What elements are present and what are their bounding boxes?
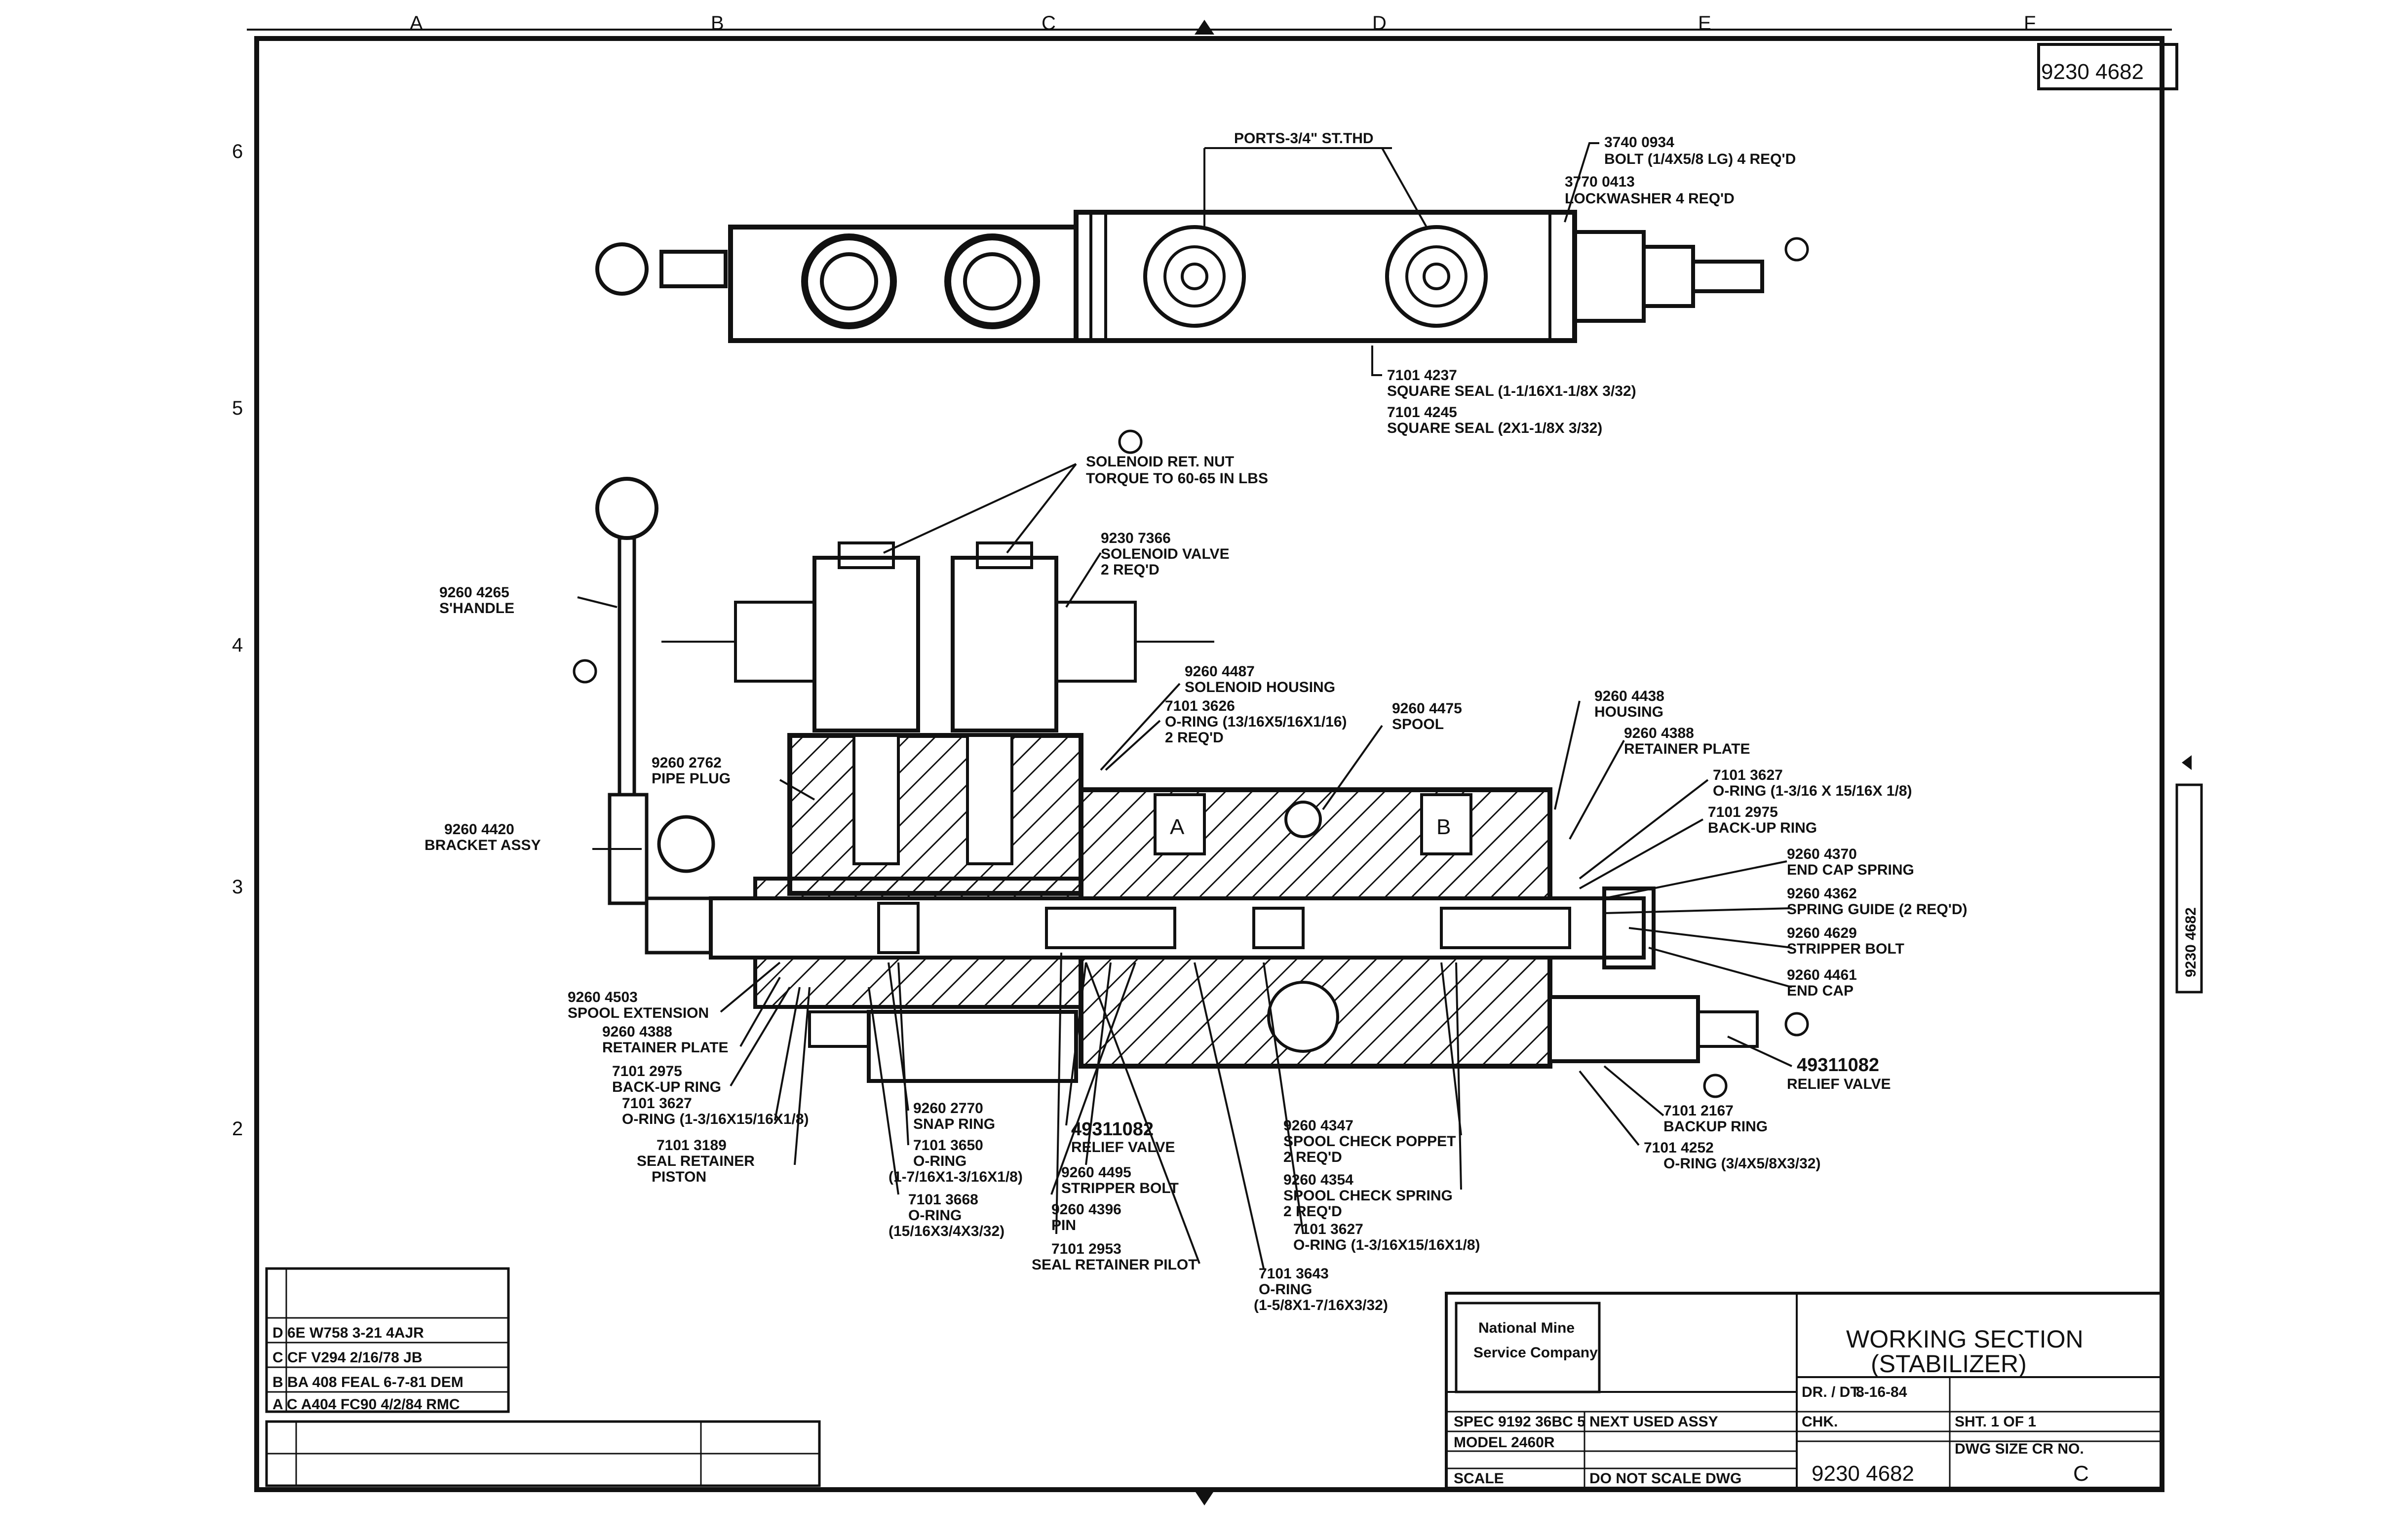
revision-a: A C A404 FC90 4/2/84 RMC: [272, 1396, 460, 1413]
zone-markers-side: 6 5 4 3 2: [232, 141, 243, 1140]
scale-label: SCALE: [1454, 1470, 1504, 1487]
zone-c: C: [1042, 12, 1056, 34]
zone-5: 5: [232, 397, 243, 419]
zone-3: 3: [232, 876, 243, 898]
section-view-assembly: A B: [595, 477, 1759, 1083]
zone-a: A: [410, 12, 423, 34]
model-number: MODEL 2460R: [1454, 1434, 1555, 1451]
next-used: NEXT USED ASSY: [1589, 1414, 1718, 1430]
port-b: B: [1436, 815, 1451, 839]
top-view-assembly: [595, 210, 1809, 343]
zone-4: 4: [232, 634, 243, 656]
do-not-scale: DO NOT SCALE DWG: [1589, 1470, 1741, 1487]
port-a: A: [1170, 815, 1185, 839]
date: 8-16-84: [1856, 1384, 1907, 1400]
zone-f: F: [2024, 12, 2036, 34]
dr-label: DR. / DT.: [1802, 1384, 1862, 1400]
spec-number: SPEC 9192 36BC 5: [1454, 1414, 1585, 1430]
doc-number-top: 9230 4682: [2041, 60, 2144, 84]
zone-2: 2: [232, 1118, 243, 1140]
chk-label: CHK.: [1802, 1414, 1838, 1430]
label-ports: PORTS-3/4" ST.THD: [1234, 130, 1374, 147]
dwg-size-label: DWG SIZE CR NO.: [1955, 1441, 2084, 1457]
zone-b: B: [711, 12, 724, 34]
zone-e: E: [1698, 12, 1711, 34]
sheet-count: SHT. 1 OF 1: [1955, 1414, 2036, 1430]
drawing-title: WORKING SECTION(STABILIZER): [1846, 1325, 2084, 1378]
doc-number-side: 9230 4682: [2183, 907, 2199, 977]
zone-6: 6: [232, 141, 243, 162]
revision-c: C CF V294 2/16/78 JB: [272, 1349, 423, 1366]
revision-block: D 6E W758 3-21 4AJR C CF V294 2/16/78 JB…: [265, 1267, 821, 1487]
revision-b: B BA 408 FEAL 6-7-81 DEM: [272, 1374, 464, 1390]
drawing-border: [254, 36, 2164, 1492]
zone-d: D: [1372, 12, 1387, 34]
revision-d: D 6E W758 3-21 4AJR: [272, 1325, 424, 1341]
drawing-number: 9230 4682: [1812, 1462, 1914, 1486]
zone-markers-top: A B C D E F: [410, 12, 2036, 34]
drawing-size: C: [2073, 1462, 2089, 1486]
